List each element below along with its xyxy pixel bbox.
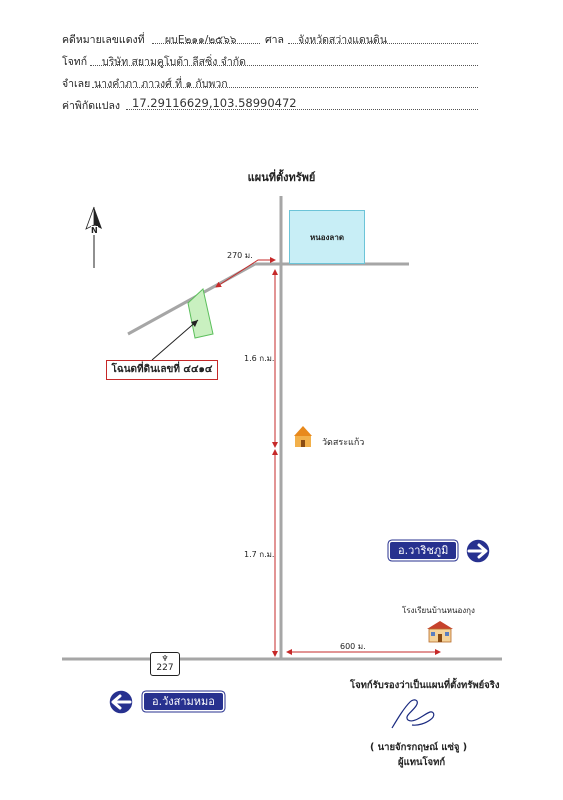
court-label: ศาล xyxy=(265,34,284,46)
coordinate-value: 17.29116629,103.58990472 xyxy=(132,96,297,110)
defendant-dots xyxy=(92,87,478,88)
district-sign-wang-sam-mo: อ.วังสามหมอ xyxy=(144,693,223,710)
certify-text: โจทก์รับรองว่าเป็นแผนที่ตั้งทรัพย์จริง xyxy=(350,680,500,691)
plaintiff-label: โจทก์ xyxy=(62,56,88,68)
coordinate-label: ค่าพิกัดแปลง xyxy=(62,100,121,112)
dimension-lines xyxy=(215,257,441,657)
court-dots xyxy=(288,43,478,44)
school-icon xyxy=(427,621,453,643)
temple-icon xyxy=(294,426,312,447)
dim-270 xyxy=(215,257,276,288)
land-plot xyxy=(187,288,214,339)
route-shield-icon: ♆ xyxy=(161,654,169,663)
school-label: โรงเรียนบ้านหนองกุง xyxy=(402,606,475,615)
north-arrow-icon xyxy=(85,206,102,268)
roads xyxy=(62,196,502,661)
arrow-left-icon xyxy=(108,689,134,715)
district-sign-warichaphum: อ.วาริชภูมิ xyxy=(390,542,457,559)
plaintiff-dots xyxy=(90,65,478,66)
signer-name: ( นายจักรกฤษณ์ แซ่จู ) xyxy=(370,742,468,753)
temple-label: วัดสระแก้ว xyxy=(322,438,365,448)
signer-role: ผู้แทนโจทก์ xyxy=(398,757,446,768)
distance-17-label: 1.7 ก.ม. xyxy=(244,550,275,559)
map-title: แผนที่ตั้งทรัพย์ xyxy=(247,171,316,184)
case-number-value: ผบE๒๑๑/๒๕๖๖ xyxy=(165,34,237,46)
signature-mark xyxy=(391,699,435,729)
case-number-dots xyxy=(152,43,260,44)
defendant-value: นางคำภา ภาวงศ์ ที่ ๑ กับพวก xyxy=(94,78,228,90)
north-label: N xyxy=(91,226,98,235)
distance-270-label: 270 ม. xyxy=(227,251,253,260)
court-value: จังหวัดสว่างแดนดิน xyxy=(298,34,388,46)
deed-pointer xyxy=(151,319,199,361)
arrow-right-icon xyxy=(465,538,491,564)
deed-label: โฉนดที่ดินเลขที่ ๔๔๑๔ xyxy=(106,360,218,380)
defendant-label: จำเลย xyxy=(62,78,91,90)
distance-16-label: 1.6 ก.ม. xyxy=(244,354,275,363)
route-shield: ♆ 227 xyxy=(150,652,180,676)
case-number-label: คดีหมายเลขแดงที่ xyxy=(62,34,145,46)
distance-600-label: 600 ม. xyxy=(340,642,366,651)
pond-label: หนองลาด xyxy=(289,210,365,264)
plaintiff-value: บริษัท สยามคูโบต้า ลีสซิ่ง จำกัด xyxy=(102,56,246,68)
coordinate-dots xyxy=(126,109,478,110)
route-number: 227 xyxy=(156,663,174,673)
